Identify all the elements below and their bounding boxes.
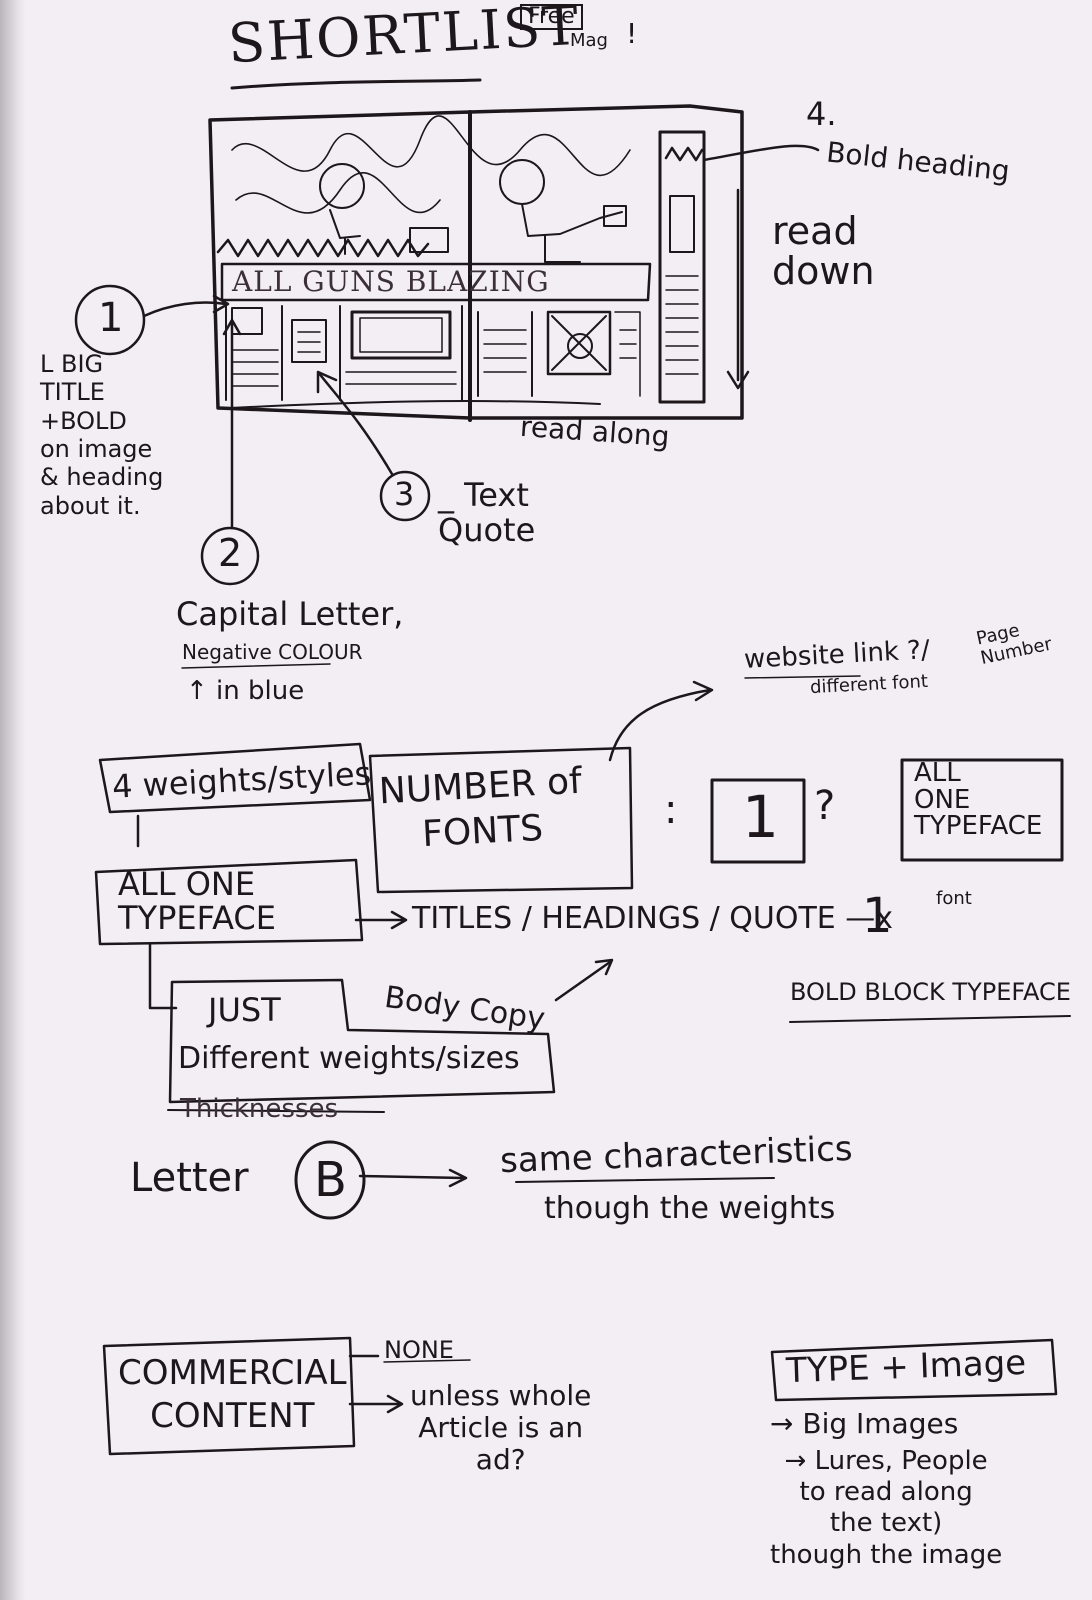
circle-1 <box>74 284 146 356</box>
titles-count: 1 <box>862 888 893 944</box>
gun-sketch <box>603 205 627 227</box>
title-underline <box>230 78 482 90</box>
all-one-typeface-right: ALL ONE TYPEFACE <box>914 758 1043 842</box>
spread-image-right <box>546 310 612 376</box>
image-scribble <box>231 115 631 177</box>
sidebar-column <box>658 130 706 404</box>
annotation-2: 2 <box>218 531 243 575</box>
spread-title: ALL GUNS BLAZING <box>232 265 550 298</box>
just-label: JUST <box>208 991 281 1029</box>
thicknesses-label: Thicknesses <box>180 1094 339 1124</box>
bold-heading-number: 4. <box>806 95 837 133</box>
quote-box <box>291 319 327 363</box>
colon: : <box>664 787 678 833</box>
letter-b: B <box>314 1152 347 1208</box>
different-weights-label: Different weights/sizes <box>178 1041 520 1076</box>
arrow-1 <box>142 294 230 318</box>
arrow-2 <box>222 318 242 530</box>
all-one-typeface-box-right <box>900 758 1064 862</box>
figure-left-head <box>319 163 365 209</box>
spread-right-page <box>468 104 744 420</box>
lures-note: → Lures, People to read along the text) … <box>770 1446 1003 1570</box>
circle-2 <box>200 526 260 586</box>
read-down-note: read down <box>772 209 875 293</box>
circle-b <box>294 1140 366 1220</box>
through-weights: though the weights <box>544 1191 836 1226</box>
commercial-content-box: COMMERCIAL CONTENT <box>118 1353 347 1436</box>
bold-block-typeface: BOLD BLOCK TYPEFACE <box>790 978 1071 1006</box>
text-quote-note: _ Text Quote <box>438 476 536 549</box>
arrow-bold-heading <box>702 144 820 162</box>
page-binding <box>0 0 26 1600</box>
arrow-read-along <box>229 400 601 409</box>
number-fonts-box <box>368 746 634 894</box>
four-weights-box <box>98 742 372 814</box>
title-banner <box>220 262 652 302</box>
sidebar-heading <box>664 146 704 162</box>
count-box <box>710 778 806 864</box>
circle-3 <box>379 470 431 522</box>
titles-headings-line: TITLES / HEADINGS / QUOTE —x <box>412 901 894 936</box>
arrow-read-down <box>726 188 750 390</box>
font-count-question: ? <box>814 783 836 829</box>
in-blue-note: ↑ in blue <box>186 676 305 706</box>
commercial-unless: unless whole Article is an ad? <box>410 1379 592 1477</box>
big-title-note: L BIG TITLE +BOLD on image & heading abo… <box>40 350 164 520</box>
font-word: font <box>936 888 972 909</box>
title-note-exclaim: ! <box>626 17 638 50</box>
title-note-free: Free <box>520 4 583 30</box>
commercial-box <box>102 1336 356 1456</box>
big-images-note: → Big Images <box>770 1407 959 1440</box>
arrow-3 <box>316 370 394 476</box>
type-image-box <box>770 1338 1058 1402</box>
title-note-mag: Mag <box>570 30 608 51</box>
just-different-box <box>168 978 556 1104</box>
commercial-none: NONE <box>384 1336 454 1364</box>
annotation-1: 1 <box>98 295 124 341</box>
capital-letter-note: Capital Letter, <box>176 595 404 633</box>
annotation-3: 3 <box>394 475 415 513</box>
thicknesses-strike <box>167 1109 385 1113</box>
letter-label: Letter <box>130 1155 249 1201</box>
all-one-typeface-box-left <box>94 858 364 946</box>
zigzag-heading <box>216 238 430 258</box>
font-count: 1 <box>742 783 779 851</box>
spread-image-left <box>350 310 452 360</box>
number-of-fonts-label: NUMBER of FONTS <box>377 760 583 856</box>
negative-colour-note: Negative COLOUR <box>182 640 363 664</box>
figure-right-head <box>499 159 545 205</box>
all-one-typeface-left: ALL ONE TYPEFACE <box>118 865 276 937</box>
type-image-box: TYPE + Image <box>785 1342 1027 1392</box>
